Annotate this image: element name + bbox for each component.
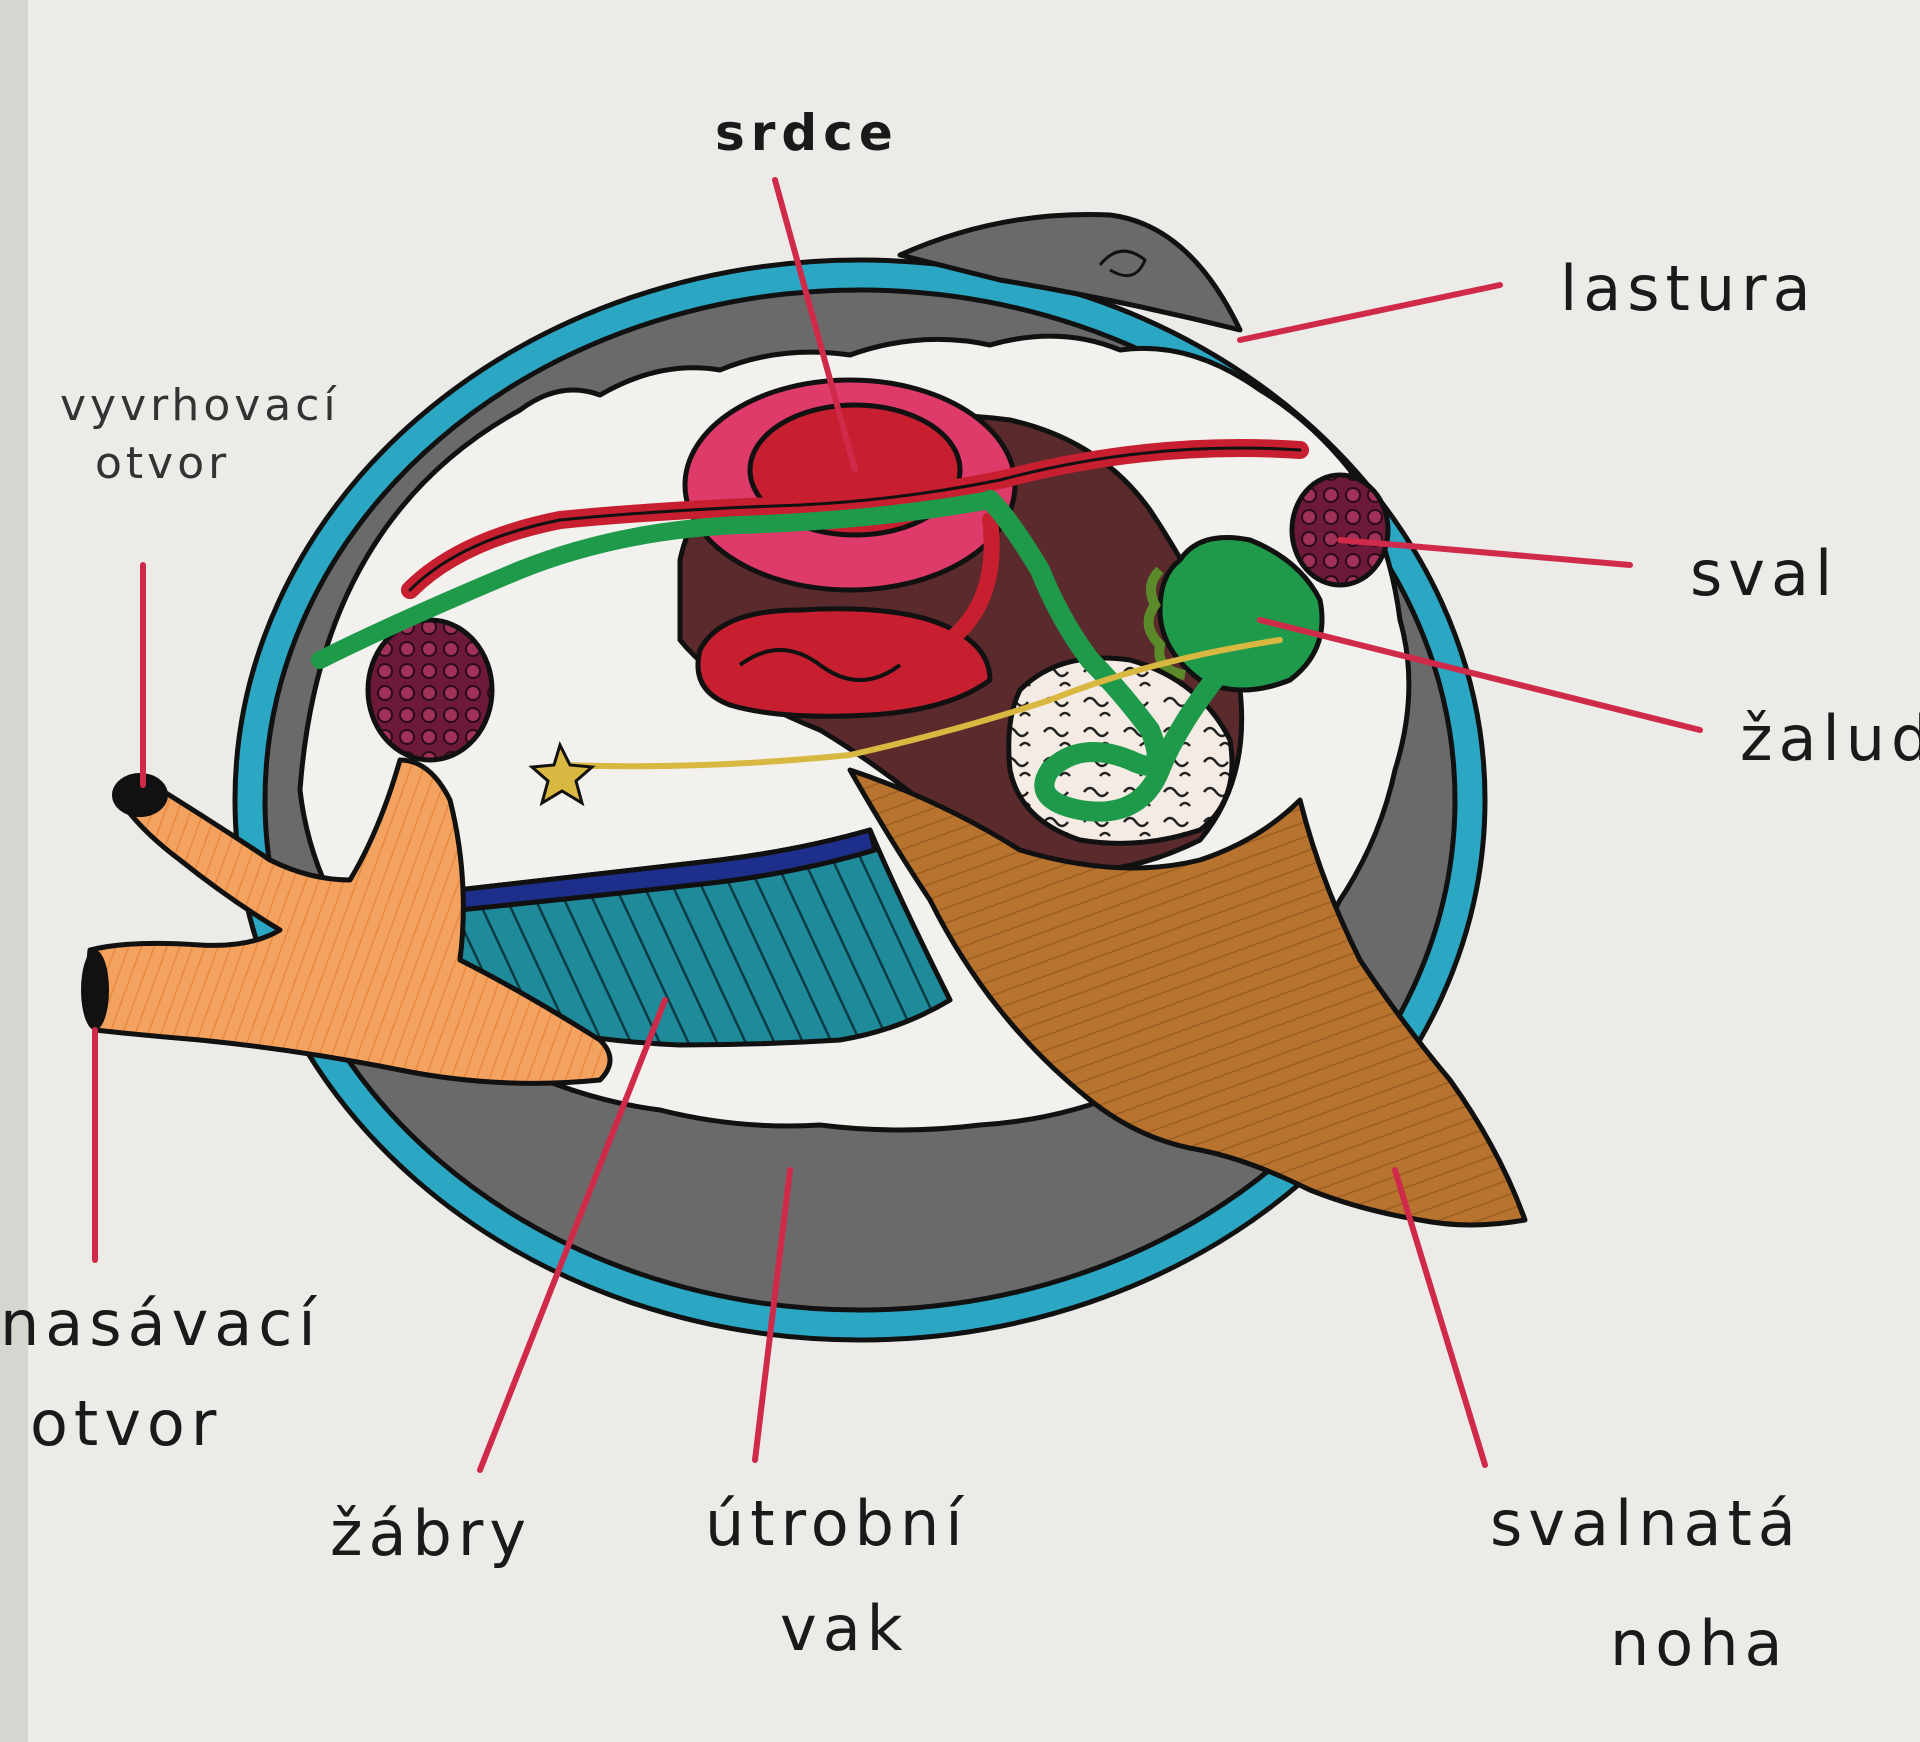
anterior-adductor-muscle [1289,472,1391,588]
label-muscle: sval [1690,537,1838,610]
label-heart: srdce [715,104,899,162]
pointer-muscle [1337,537,1633,568]
pointer-stomach [1257,617,1703,733]
shell-umbo [897,212,1243,333]
pointer-heart [772,177,858,473]
intestine [980,490,1240,822]
kidney [695,606,993,719]
umbo-spiral [1098,249,1147,278]
rectum [311,491,999,669]
inhalant-siphon-opening [81,950,109,1030]
exhalant-siphon-opening [112,773,168,817]
muscular-foot [847,767,1528,1228]
pointer-visceral-sac [752,1167,793,1463]
label-visceral-sac-line1: útrobní [705,1487,969,1560]
label-inhalant-siphon-line1: nasávací [0,1287,322,1360]
kidney-fold [738,648,902,682]
label-stomach: žaludek [1740,702,1920,775]
label-inhalant-siphon-line2: otvor [30,1387,222,1460]
page-edge-shadow [0,0,28,1742]
label-shell: lastura [1560,252,1817,325]
nerve [557,637,1283,770]
vessel-branch [942,512,1000,648]
label-visceral-sac-line2: vak [780,1592,909,1665]
pointer-foot [1392,1167,1488,1468]
posterior-adductor-muscle [365,617,495,763]
label-foot-line2: noha [1610,1607,1789,1680]
label-gills: žábry [330,1497,532,1570]
siphons [85,757,613,1086]
label-foot-line1: svalnatá [1490,1487,1802,1560]
gill-axis [367,827,878,921]
label-exhalant-siphon-line1: vyvrhovací [60,380,340,431]
label-exhalant-siphon-line2: otvor [95,438,230,489]
aorta-outline [408,446,1302,592]
pointer-shell [1237,282,1503,343]
pointer-gills [477,997,668,1473]
ganglion-star-icon [528,740,596,807]
